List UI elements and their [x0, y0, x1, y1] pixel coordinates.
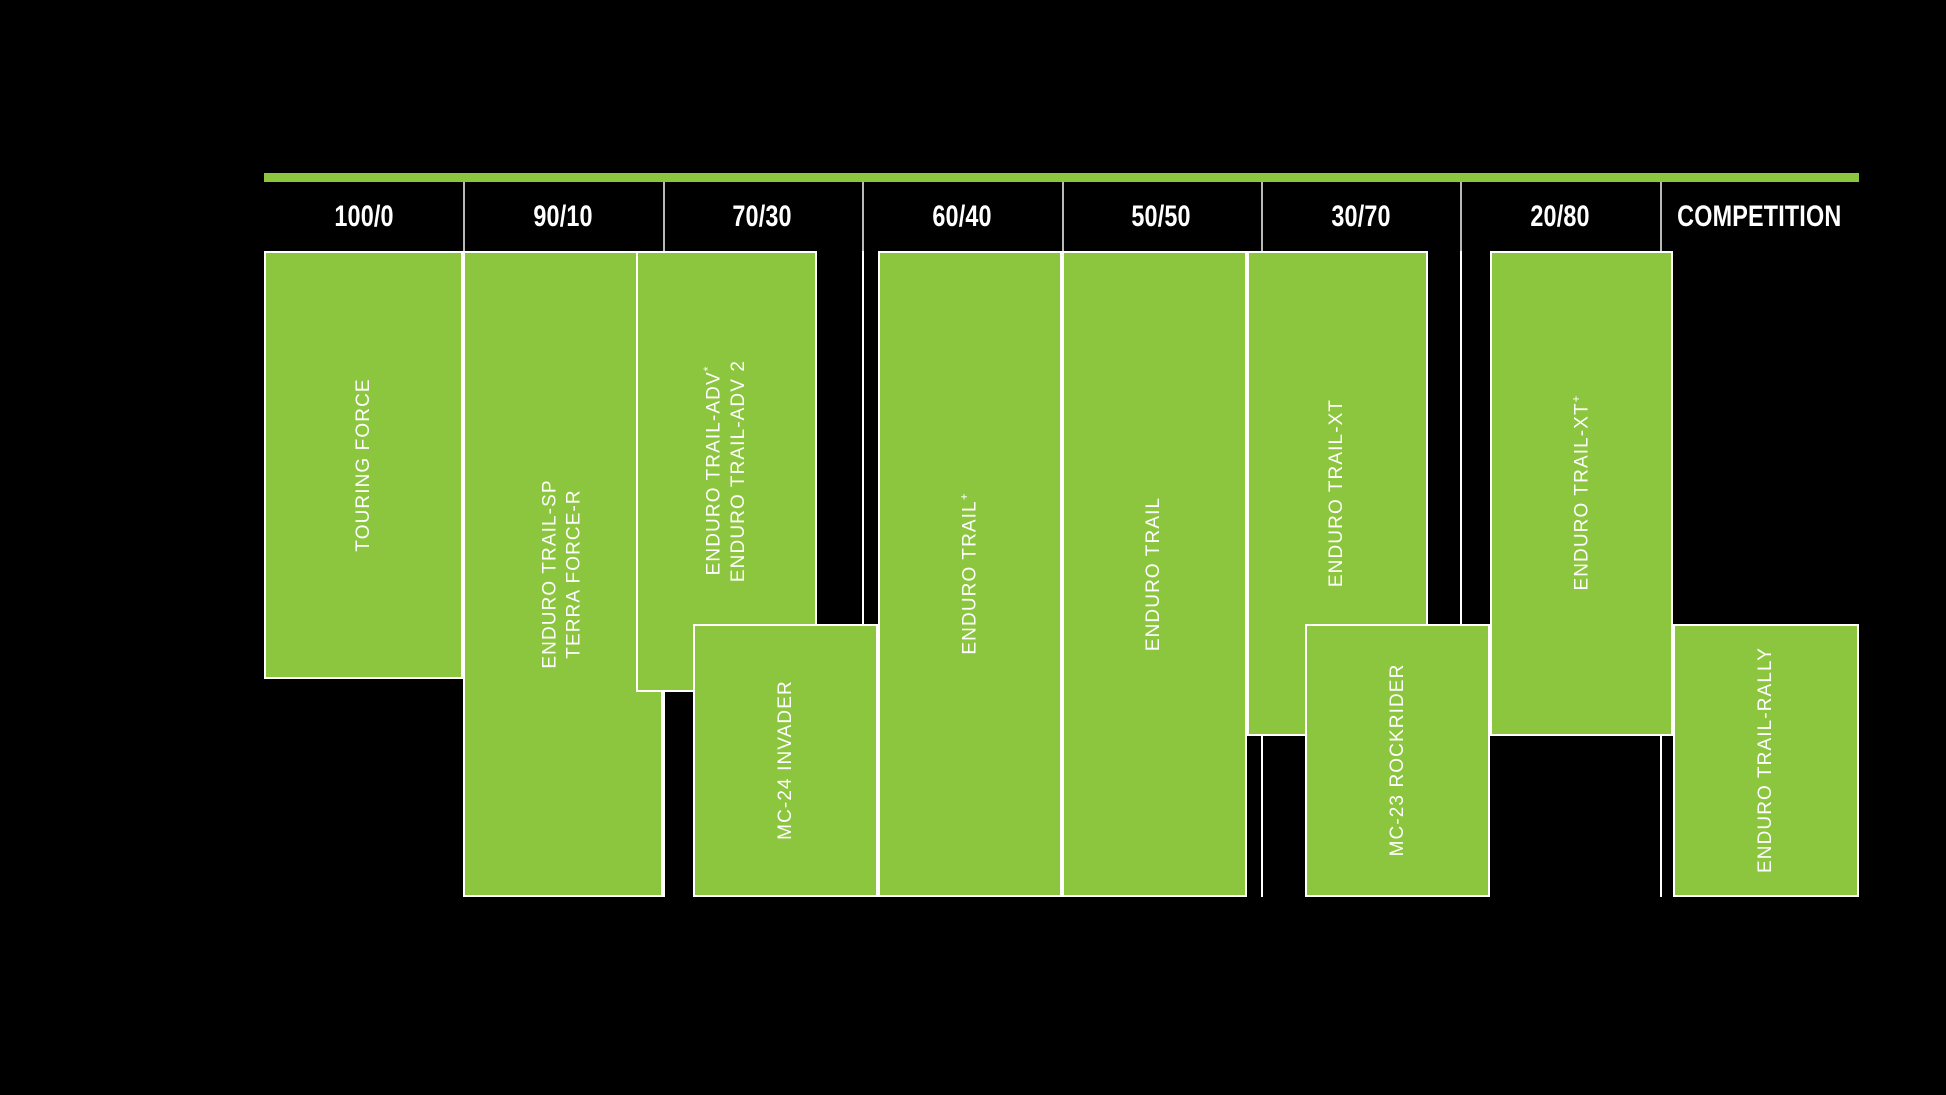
bar-label-line: ENDURO TRAIL-XT+ — [1569, 395, 1593, 591]
header-label: COMPETITION — [1677, 199, 1842, 233]
header-cell-70-30[interactable]: 70/30 — [662, 182, 862, 251]
bar-label-group: TERRA FORCE-R ENDURO TRAIL-SP — [539, 479, 588, 668]
bar-label-line: MC-24 INVADER — [774, 680, 796, 841]
bar-terra-force-r[interactable]: TERRA FORCE-R ENDURO TRAIL-SP — [463, 251, 663, 897]
header-label: 60/40 — [932, 199, 992, 233]
bar-label-group: TOURING FORCE — [352, 378, 376, 551]
header-cell-competition[interactable]: COMPETITION — [1659, 182, 1859, 251]
header-top-rule — [264, 173, 1859, 182]
bar-label-line: ENDURO TRAIL-RALLY — [1754, 647, 1776, 874]
bar-mc-24-invader[interactable]: MC-24 INVADER — [693, 623, 878, 897]
header-cell-20-80[interactable]: 20/80 — [1460, 182, 1659, 251]
bar-label-group: ENDURO TRAIL+ — [957, 493, 983, 654]
header-cell-50-50[interactable]: 50/50 — [1061, 182, 1261, 251]
header-label: 20/80 — [1530, 199, 1590, 233]
column-divider — [862, 251, 865, 897]
bar-label-group: ENDURO TRAIL-ADV 2 ENDURO TRAIL-ADV* — [701, 360, 751, 582]
bar-enduro-trail[interactable]: ENDURO TRAIL — [1061, 251, 1247, 897]
plot-area: TOURING FORCE TERRA FORCE-R ENDURO TRAIL… — [264, 251, 1859, 897]
bar-enduro-trail-xt-plus[interactable]: ENDURO TRAIL-XT+ — [1490, 251, 1673, 736]
bar-label-group: MC-23 ROCKRIDER — [1385, 664, 1409, 857]
bar-label-line: MC-23 ROCKRIDER — [1386, 663, 1408, 857]
bar-enduro-trail-plus[interactable]: ENDURO TRAIL+ — [878, 251, 1062, 897]
bar-label-line: ENDURO TRAIL+ — [957, 493, 981, 655]
header-label: 50/50 — [1131, 199, 1191, 233]
bar-label-group: ENDURO TRAIL-XT — [1325, 399, 1349, 587]
bar-label-group: ENDURO TRAIL — [1142, 497, 1166, 651]
header-cell-60-40[interactable]: 60/40 — [862, 182, 1061, 251]
bar-label-group: ENDURO TRAIL-RALLY — [1754, 647, 1778, 873]
bar-label-line: ENDURO TRAIL-SP — [539, 479, 561, 669]
header-label: 90/10 — [533, 199, 593, 233]
bar-mc-23-rockrider[interactable]: MC-23 ROCKRIDER — [1305, 623, 1490, 897]
category-header-row: 100/0 90/10 70/30 60/40 50/50 30/70 20/8… — [264, 182, 1859, 251]
bar-label-group: MC-24 INVADER — [773, 681, 797, 841]
bar-enduro-trail-rally[interactable]: ENDURO TRAIL-RALLY — [1673, 623, 1859, 897]
bar-label-line: ENDURO TRAIL-ADV 2 — [728, 360, 750, 583]
header-label: 70/30 — [732, 199, 793, 233]
bar-label-line: TERRA FORCE-R — [564, 489, 586, 659]
bar-enduro-trail-adv[interactable]: ENDURO TRAIL-ADV 2 ENDURO TRAIL-ADV* — [635, 251, 817, 692]
bar-label-line: ENDURO TRAIL-XT — [1325, 399, 1347, 588]
bar-label-group: ENDURO TRAIL-XT+ — [1569, 396, 1595, 591]
bar-touring-force[interactable]: TOURING FORCE — [264, 251, 464, 680]
header-label: 30/70 — [1330, 199, 1391, 233]
bar-label-line: ENDURO TRAIL — [1142, 496, 1164, 652]
bar-label-line: ENDURO TRAIL-ADV* — [702, 366, 725, 576]
bar-label-line: TOURING FORCE — [352, 378, 374, 552]
header-cell-100-0[interactable]: 100/0 — [264, 182, 463, 251]
header-cell-30-70[interactable]: 30/70 — [1260, 182, 1460, 251]
header-label: 100/0 — [334, 199, 394, 233]
header-cell-90-10[interactable]: 90/10 — [463, 182, 662, 251]
column-divider — [1460, 251, 1463, 897]
